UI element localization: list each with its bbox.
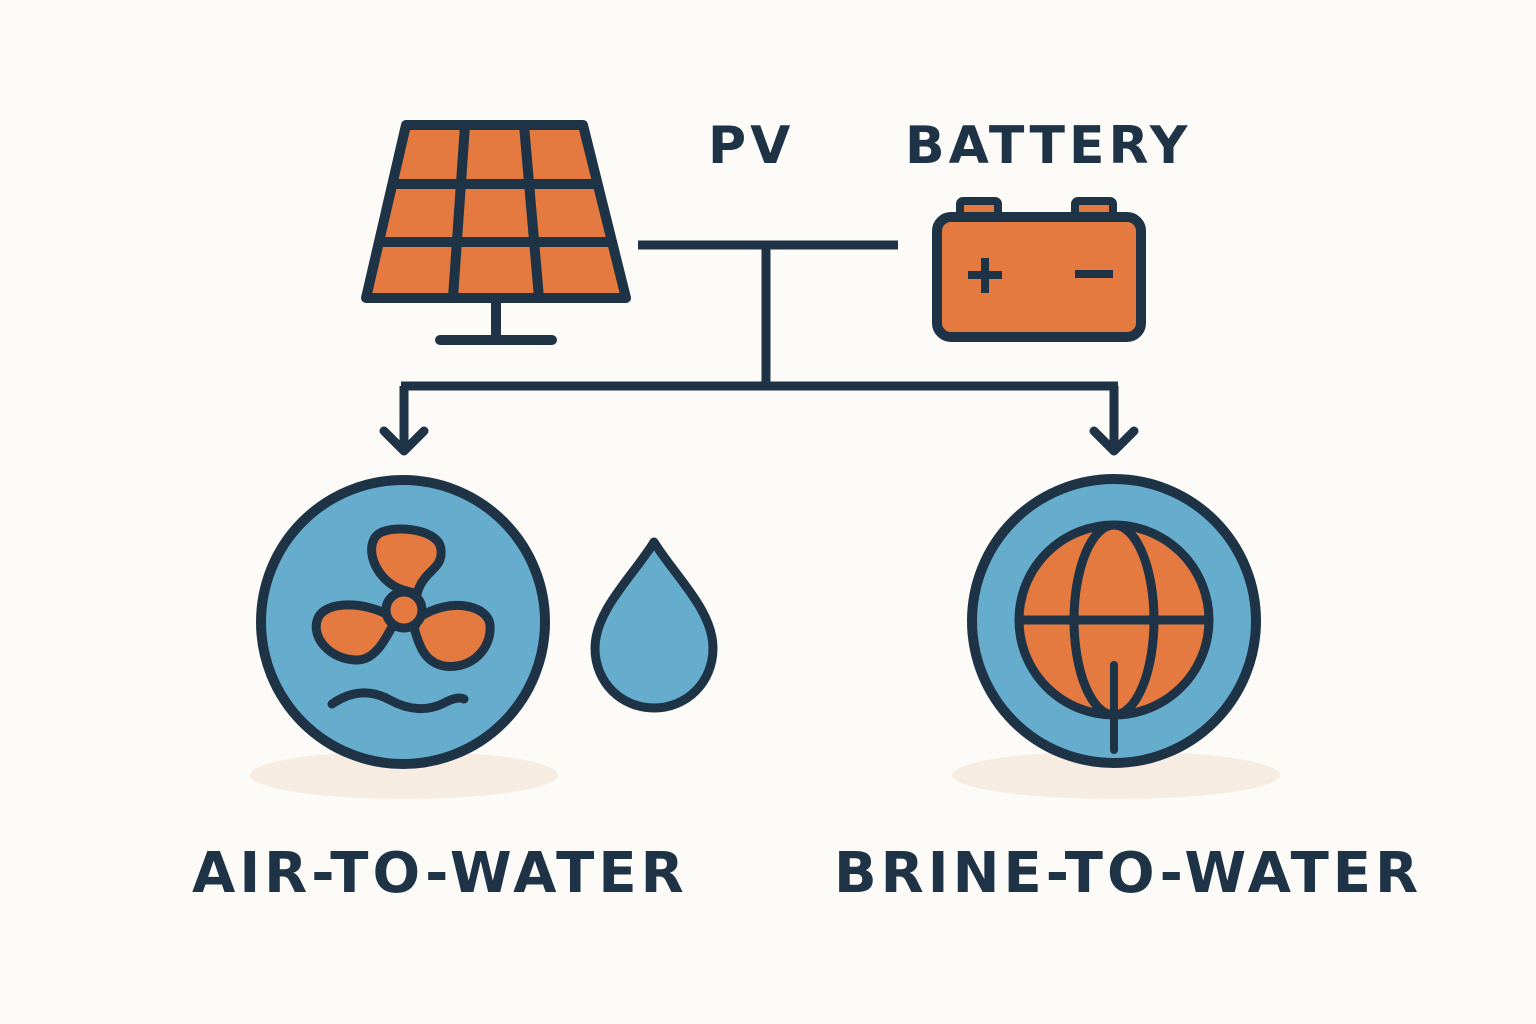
connection-lines — [399, 240, 1119, 449]
air-to-water-icon — [256, 475, 550, 769]
pv-label: PV — [708, 116, 795, 176]
battery-label: BATTERY — [905, 116, 1192, 176]
brine-to-water-icon — [967, 474, 1261, 768]
shadow-right — [952, 751, 1280, 799]
water-drop-icon — [590, 537, 718, 713]
solar-panel-icon — [361, 120, 631, 345]
plus-icon — [968, 258, 1002, 293]
arrow-down-icon-right — [1089, 426, 1139, 456]
wave-icon — [327, 688, 469, 713]
battery-icon — [932, 197, 1146, 342]
brine-to-water-label: BRINE-TO-WATER — [834, 841, 1423, 906]
arrow-down-icon-left — [379, 426, 429, 456]
fan-icon — [311, 524, 495, 671]
air-to-water-label: AIR-TO-WATER — [192, 841, 688, 906]
shadow-left — [250, 751, 558, 799]
globe-icon — [1014, 520, 1214, 754]
